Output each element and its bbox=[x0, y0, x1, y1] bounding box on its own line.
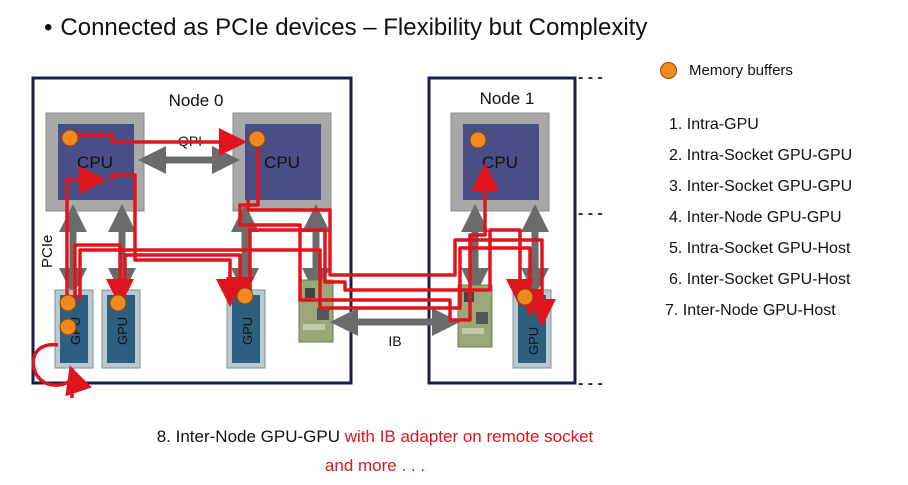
memory-buffer-legend-icon bbox=[660, 62, 677, 79]
ib-adapter-node-1 bbox=[457, 284, 493, 348]
gpu-0-c-label: GPU bbox=[240, 317, 255, 345]
path-item: 6. Inter-Socket GPU-Host bbox=[669, 271, 851, 288]
cpu-1: CPU bbox=[450, 112, 550, 212]
path-item: 4. Inter-Node GPU-GPU bbox=[669, 209, 842, 226]
ellipsis-top: - - - bbox=[578, 69, 603, 86]
node-1-label: Node 1 bbox=[480, 89, 535, 108]
cpu-0-left: CPU bbox=[45, 112, 145, 212]
bottom-note-line-2: and more . . . bbox=[324, 456, 426, 475]
gpu-0-b-label: GPU bbox=[115, 317, 130, 345]
memory-buffer-cpu-0 bbox=[61, 129, 79, 147]
title-text: Connected as PCIe devices – Flexibility … bbox=[60, 14, 648, 41]
memory-buffer-gpu-a-bottom bbox=[59, 318, 77, 336]
path-gpu-b-to-gpu-c bbox=[123, 253, 254, 305]
path-item: 1. Intra-GPU bbox=[669, 116, 759, 133]
legend-label: Memory buffers bbox=[689, 62, 793, 79]
memory-buffers bbox=[59, 129, 534, 336]
memory-buffer-gpu-node1 bbox=[516, 288, 534, 306]
transfer-paths bbox=[31, 128, 556, 398]
bottom-note-black: 8. Inter-Node GPU-GPU bbox=[156, 427, 345, 446]
bottom-note-line-1: 8. Inter-Node GPU-GPU with IB adapter on… bbox=[0, 422, 750, 451]
path-item: 2. Intra-Socket GPU-GPU bbox=[669, 147, 853, 164]
memory-buffer-cpu-1 bbox=[248, 130, 266, 148]
slide-title: • Connected as PCIe devices – Flexibility… bbox=[44, 14, 647, 42]
pcie-label: PCIe bbox=[39, 235, 56, 268]
cpu-0-right: CPU bbox=[232, 112, 332, 212]
cpu-0-right-label: CPU bbox=[264, 153, 300, 172]
cpu-1-label: CPU bbox=[482, 153, 518, 172]
path-item: 3. Inter-Socket GPU-GPU bbox=[669, 178, 853, 195]
bottom-note: 8. Inter-Node GPU-GPU with IB adapter on… bbox=[0, 422, 750, 480]
path-cpu1-to-gpu-b-down bbox=[246, 200, 556, 327]
bottom-note-red: with IB adapter on remote socket bbox=[344, 427, 594, 446]
path-cpu1-to-node1 bbox=[238, 142, 499, 322]
path-item: 7. Inter-Node GPU-Host bbox=[665, 302, 836, 319]
communication-paths-list: 1. Intra-GPU 2. Intra-Socket GPU-GPU 3. … bbox=[663, 114, 852, 331]
memory-buffer-gpu-b bbox=[109, 294, 127, 312]
ellipsis-mid: - - - bbox=[578, 205, 603, 222]
gpu-1-label: GPU bbox=[526, 327, 541, 355]
cpu-0-left-label: CPU bbox=[77, 153, 113, 172]
path-gpu-c-to-node1-gpu bbox=[248, 228, 534, 307]
title-bullet: • bbox=[44, 14, 53, 41]
path-gpu-a-to-cpu0 bbox=[65, 166, 107, 305]
memory-buffer-gpu-a-top bbox=[59, 294, 77, 312]
ellipsis-bottom: - - - bbox=[578, 375, 603, 392]
path-gpu-a-to-gpu-b bbox=[73, 243, 134, 307]
ib-adapter-node-0 bbox=[298, 279, 334, 343]
legend: Memory buffers bbox=[660, 62, 793, 79]
node-0-label: Node 0 bbox=[169, 91, 224, 110]
ib-label: IB bbox=[388, 333, 401, 349]
memory-buffer-gpu-c bbox=[236, 287, 254, 305]
path-item: 5. Intra-Socket GPU-Host bbox=[669, 240, 851, 257]
memory-buffer-cpu-node1 bbox=[469, 131, 487, 149]
path-cpu0-to-gpu-c bbox=[110, 173, 244, 307]
path-gpu-a-to-node1-gpu bbox=[78, 246, 544, 317]
